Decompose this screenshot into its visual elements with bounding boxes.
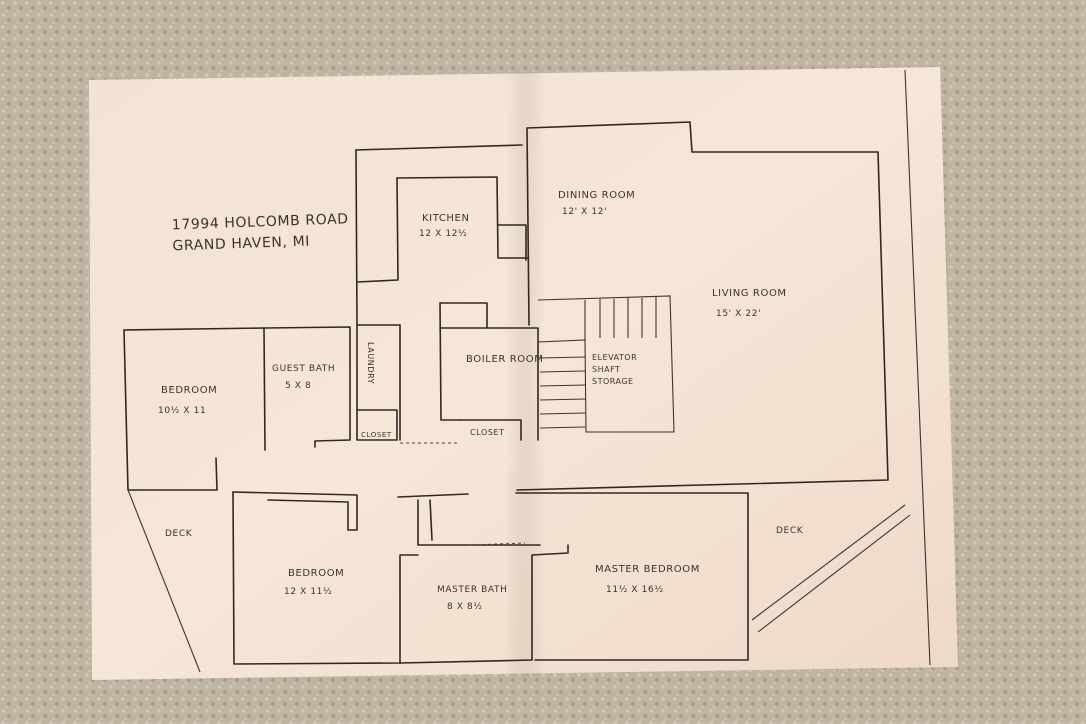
address-line-2: GRAND HAVEN, MI — [172, 234, 310, 255]
dining-room-size: 12' X 12' — [562, 207, 607, 217]
elevator-shaft-label: ELEVATOR SHAFT STORAGE — [592, 353, 638, 386]
dining-room-label: DINING ROOM — [558, 190, 635, 201]
closet-hall-label: CLOSET — [470, 428, 505, 437]
living-room-size: 15' X 22' — [716, 309, 761, 319]
elevator-shaft-box: ELEVATOR SHAFT STORAGE — [592, 353, 638, 386]
closet-small-label: CLOSET — [361, 431, 392, 439]
master-bath-size: 8 X 8½ — [447, 602, 483, 612]
kitchen-size: 12 X 12½ — [419, 229, 467, 239]
paper-fold — [505, 72, 545, 676]
guest-bath-size: 5 X 8 — [285, 381, 311, 391]
deck-east-label: DECK — [776, 526, 804, 536]
floor-plan-drawing — [123, 69, 931, 673]
living-room-label: LIVING ROOM — [712, 288, 787, 299]
bedroom-south-size: 12 X 11½ — [284, 587, 332, 597]
bedroom-west-size: 10½ X 11 — [158, 406, 206, 416]
master-bedroom-size: 11½ X 16½ — [606, 585, 664, 595]
address-block: 17994 HOLCOMB ROAD GRAND HAVEN, MI — [172, 211, 349, 255]
address-line-1: 17994 HOLCOMB ROAD — [172, 211, 349, 233]
guest-bath-label: GUEST BATH — [272, 364, 335, 374]
master-bath-label: MASTER BATH — [437, 585, 507, 595]
master-bedroom-label: MASTER BEDROOM — [595, 564, 700, 575]
laundry-label: LAUNDRY — [366, 342, 375, 384]
deck-west-label: DECK — [165, 529, 193, 539]
boiler-room-label: BOILER ROOM — [466, 354, 543, 365]
kitchen-label: KITCHEN — [422, 213, 470, 224]
bedroom-south-label: BEDROOM — [288, 568, 344, 579]
bedroom-west-label: BEDROOM — [161, 385, 217, 396]
